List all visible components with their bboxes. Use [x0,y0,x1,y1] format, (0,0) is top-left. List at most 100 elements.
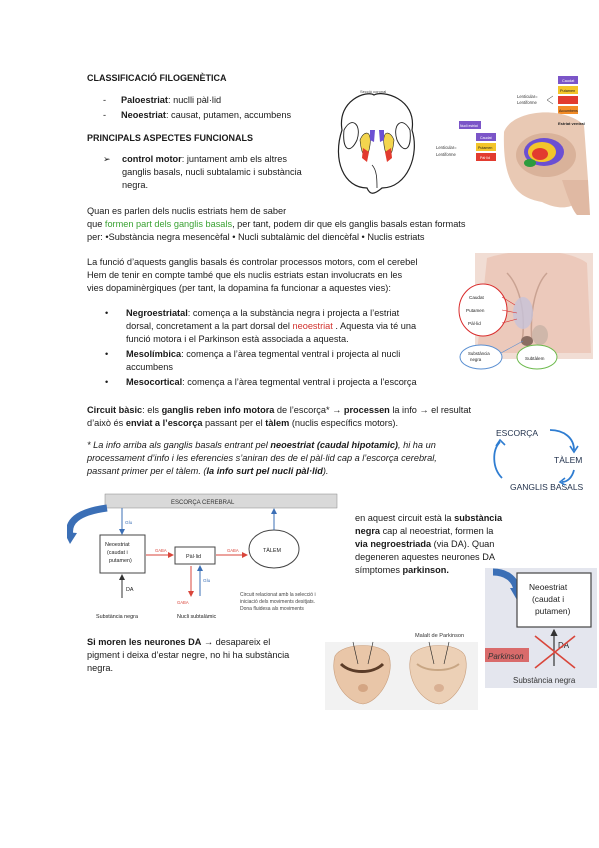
text: degeneren aquestes neurones DA [355,552,495,562]
term: Negroestriatal [126,308,188,318]
text-bold: Si moren les neurones DA [87,637,202,647]
term: Mesolímbica [126,349,182,359]
text-bold: enviat a l’escorça [125,418,203,428]
label: Nucli estriat [460,124,478,128]
pathway-list: • Negroestriatal: comença a la substànci… [105,307,465,389]
highlight-green: formen part dels ganglis basals [104,219,233,229]
text: en aquest circuit està la [355,513,455,523]
label: Putamen [560,89,575,93]
desc: : nuclli pàl·lid [167,95,222,105]
label: Lenticular= [517,94,538,99]
label: Caudat [469,295,485,300]
text-bold: negra [355,526,381,536]
text: * La info arriba als ganglis basals entr… [87,440,271,450]
paragraph-circuit-basic: Circuit bàsic: els ganglis reben info mo… [87,404,471,430]
label: (caudat i [532,594,564,604]
text: per: •Substància negra mesencèfal • Nucl… [87,232,425,242]
paragraph-neurones-da: Si moren les neurones DA → desapareix el… [87,636,289,675]
term: control motor [122,154,182,164]
text: d’això és [87,418,126,428]
circuit-escorca-label: ESCORÇA CEREBRAL [171,500,235,506]
list-item-paleoestriat: -Paloestriat: nuclli pàl·lid [103,95,222,105]
text-bold: via negroestriada [355,539,432,549]
label: Substància [468,351,490,356]
label: Lenticular= [436,145,457,150]
label: TÀLEM [263,547,281,554]
coronal-title: Secció coronal [360,89,386,94]
cycle-escorca: ESCORÇA [496,428,538,438]
label: Caudat [562,79,575,83]
list-item-control-motor: ➢ control motor: juntament amb els altre… [103,153,333,192]
label: Substància negra [96,614,138,620]
note: Dona fluidesa als moviments [240,606,304,612]
list-item-mesocortical: • Mesocortical: comença a l’àrea tegment… [105,376,465,389]
note: Circuit relacionat amb la selecció i [240,592,316,598]
label: Neoestriat [529,582,568,592]
midbrain-healthy-image [333,641,391,705]
midbrain-comparison-figure: Malalt de Parkinson [325,633,478,710]
midbrain-parkinson-image [409,641,467,705]
text: La funció d’aquests ganglis basals és co… [87,257,418,267]
desc: : causat, putamen, accumbens [165,110,292,120]
footnote: * La info arriba als ganglis basals entr… [87,439,437,478]
text: dorsal, concretament a la part dorsal de… [126,321,293,331]
label: putamen) [109,558,132,564]
text: , per tant, podem dir que els ganglis ba… [232,219,466,229]
text: → desapareix el [201,637,271,647]
text: ). [322,466,329,476]
label: Neoestriat [105,542,130,548]
text-bold: substància [454,513,503,523]
text: Hem de tenir en compte també que els nuc… [87,270,403,280]
label: Putamen [478,146,492,150]
text: pigment i deixa d’estar negre, no hi ha … [87,650,290,660]
text: cap al neoestriat, formen la [380,526,494,536]
text: símptomes [355,565,403,575]
label: Nucli subtalàmic [177,614,217,620]
list-item-mesolimbica: • Mesolímbica: comença a l’àrea tegmenta… [105,348,465,374]
arrow-bullet-icon: ➢ [103,154,111,164]
bullet-icon: • [105,308,109,318]
text: Quan es parlen dels nuclis estriats hem … [87,206,287,216]
label: Caudat [480,136,492,140]
label: negra [470,357,482,362]
bullet-icon: • [105,377,109,387]
cycle-ganglis: GANGLIS BASALS [510,482,584,492]
text: la info → el resultat [389,405,471,415]
text-bold: tàlem [265,418,290,428]
midbrain-label: Malalt de Parkinson [415,633,464,639]
label: Substància negra [513,676,576,685]
sagittal-brain-image: Estriat ventral [503,112,590,215]
text-bold: processen [343,405,390,415]
label: GABA [155,548,167,553]
text: . Aquesta via té una [332,321,417,331]
text: accumbens [126,362,173,372]
label: Pàl·lid [468,321,481,326]
text: (nuclis específics motors). [289,418,399,428]
brain-slice-figure: Caudat Putamen Pàl·lid Substància negra … [458,253,593,370]
text: negra. [87,663,114,673]
heading-classificacio: CLASSIFICACIÓ FILOGENÈTICA [87,73,227,83]
label: Accumbens [559,109,578,113]
text: passant per el [202,418,266,428]
parkinson-figure: Neoestriat (caudat i putamen) DA Parkins… [485,568,597,688]
circuit-diagram: ESCORÇA CEREBRAL Neoestriat (caudat i pu… [67,493,338,620]
text: passant primer per el tàlem. ( [87,466,207,476]
text-bold: parkinson. [402,565,449,575]
text-bold: ganglis reben info motora [161,405,275,415]
text: que [87,219,105,229]
text: : els [142,405,162,415]
text: vies dopaminèrgiques (per tant, la dopam… [87,283,391,293]
nuclei-legend-top: Caudat Putamen Accumbens Lenticular= Len… [517,76,578,114]
paragraph-funcio: La funció d’aquests ganglis basals és co… [87,256,417,295]
label: Parkinson [488,652,524,661]
text: : comença a l’àrea tegmental ventral i p… [182,377,417,387]
bullet-icon: • [105,349,109,359]
label: DA [126,587,134,593]
coronal-section-diagram: Secció coronal [337,89,415,194]
label: Glu [125,520,133,525]
label: GABA [227,548,239,553]
brain-figure: Secció coronal Caudat Putamen Accumbens … [337,76,590,215]
text: processament d’info i les eferencies s’a… [87,453,437,463]
label: Lentiforme [436,152,456,157]
text: : comença a l’àrea tegmental ventral i p… [181,349,401,359]
